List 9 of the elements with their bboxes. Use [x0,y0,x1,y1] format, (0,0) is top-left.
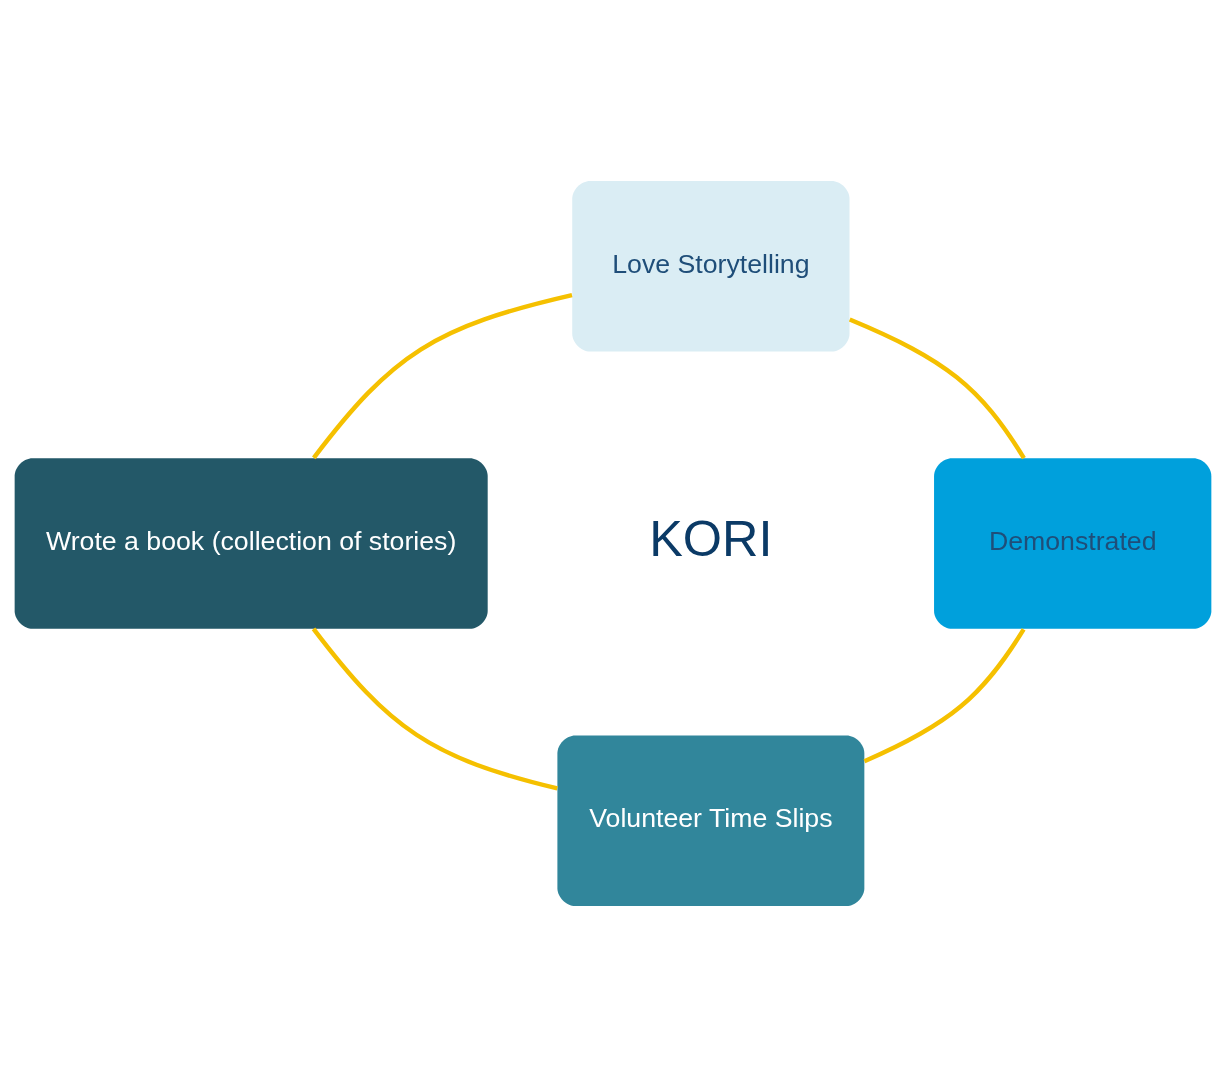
connector [311,627,558,791]
node-box: Volunteer Time Slips [557,735,865,907]
connector [863,628,1026,764]
node-box: Demonstrated [934,458,1212,629]
connector [312,292,573,460]
node-box: Love Storytelling [572,180,850,352]
connector [848,317,1026,460]
label: KORI [649,510,773,568]
node-box: Wrote a book (collection of stories) [14,458,488,629]
